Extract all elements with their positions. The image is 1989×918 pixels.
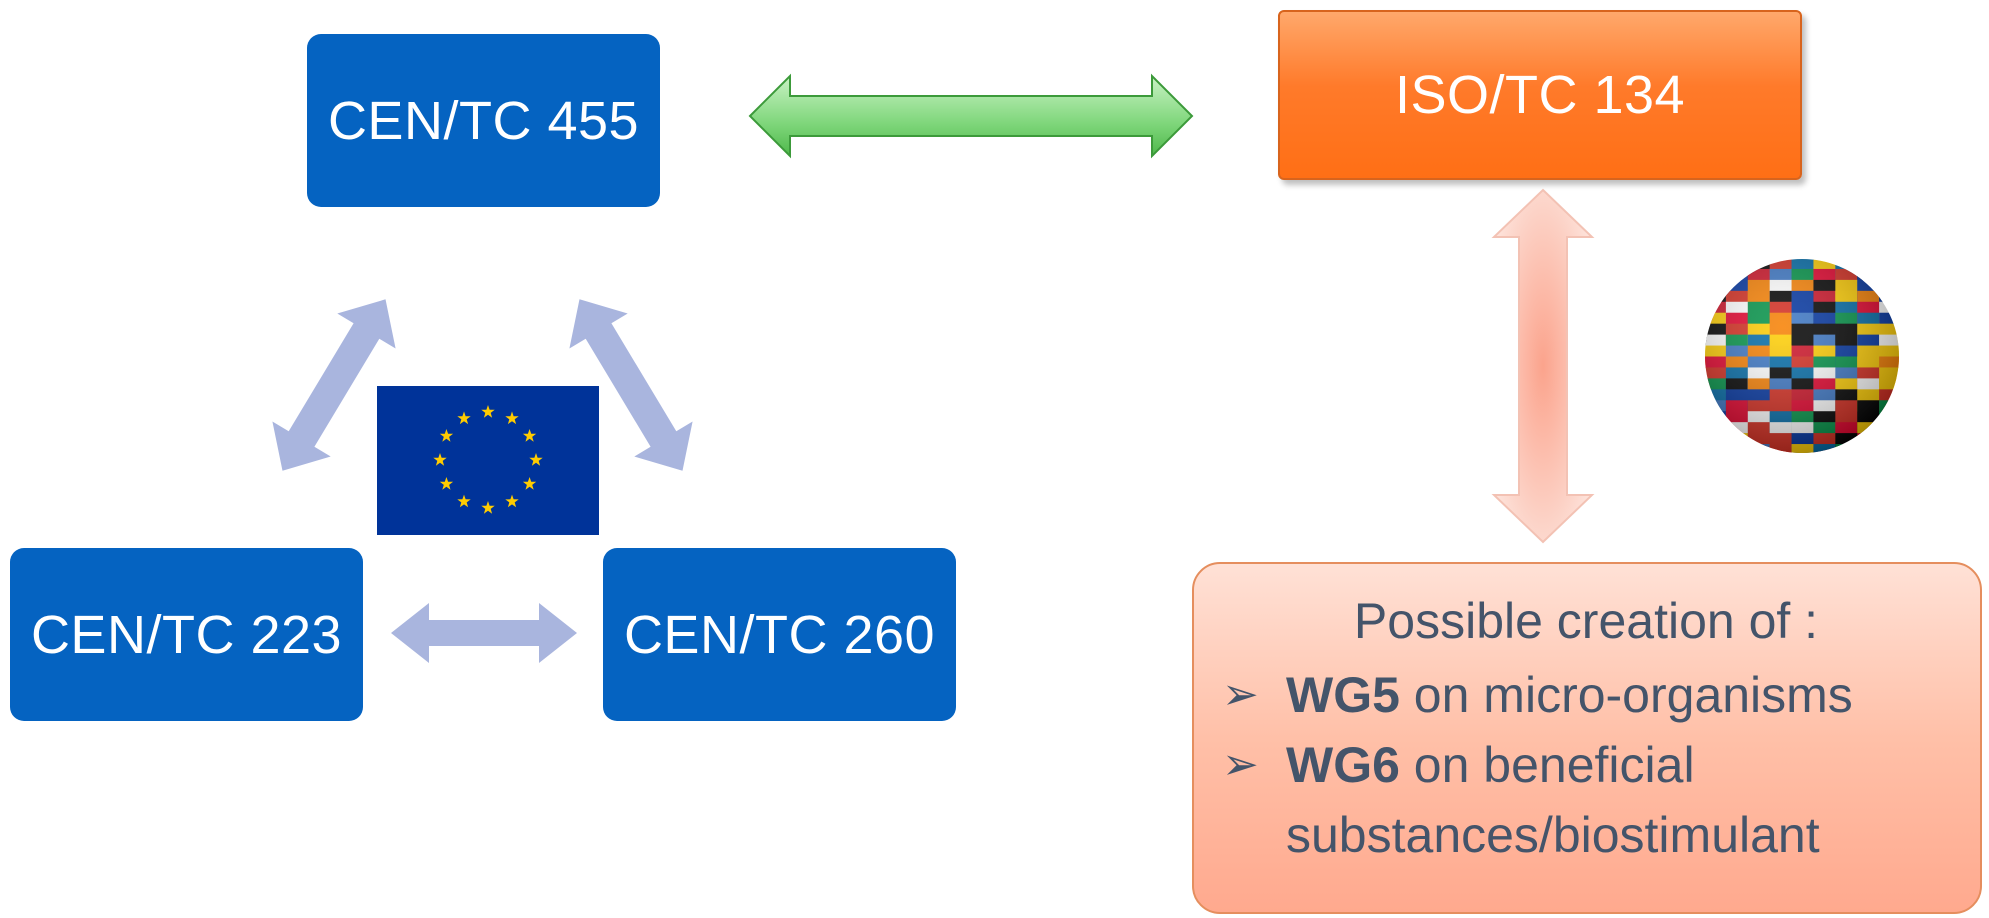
flag-tile [1879, 259, 1899, 281]
flag-tile-stripe [1879, 268, 1899, 281]
bullet-bold-term: WG5 [1286, 667, 1400, 723]
cen455-cen223-double-arrow [272, 299, 396, 471]
bullet-text: WG6 on beneficial substances/biostimulan… [1286, 730, 1950, 870]
eu-star [457, 411, 471, 425]
flag-tile [1705, 433, 1727, 453]
eu-star [457, 494, 471, 508]
flag-tile-stripe [1879, 444, 1899, 453]
flag-tile [1705, 411, 1727, 434]
flag-tile-stripe [1857, 268, 1880, 281]
iso-note-double-arrow [1491, 188, 1595, 544]
flag-tile-stripe [1857, 444, 1880, 453]
flag-tile-stripe [1725, 444, 1749, 453]
cen-tc-260-label: CEN/TC 260 [623, 604, 936, 665]
eu-star [522, 477, 537, 490]
cen-tc-223-label: CEN/TC 223 [30, 604, 343, 665]
eu-star [529, 453, 543, 466]
cen-tc-455-label: CEN/TC 455 [327, 90, 640, 151]
eu-star [439, 477, 454, 490]
flag-tile [1879, 411, 1899, 434]
bullet-rest: on beneficial substances/biostimulant [1286, 737, 1820, 863]
note-bullet-wg5: ➢ WG5 on micro-organisms [1222, 660, 1950, 730]
flag-tile-stripe [1705, 268, 1727, 281]
iso-tc-134-box: ISO/TC 134 [1278, 10, 1802, 180]
flag-tile-stripe [1879, 422, 1899, 434]
eu-star [481, 501, 495, 514]
bullet-rest: on micro-organisms [1399, 667, 1853, 723]
cen455-cen260-double-arrow [569, 299, 693, 471]
flag-tile-stripe [1879, 290, 1899, 303]
bullet-text: WG5 on micro-organisms [1286, 660, 1853, 730]
world-flags-globe-icon [1705, 259, 1899, 453]
eu-star [481, 405, 495, 418]
flag-tile [1857, 259, 1880, 281]
flag-tile-stripe [1705, 422, 1727, 434]
note-title: Possible creation of : [1353, 593, 1819, 649]
eu-star [522, 429, 537, 442]
flag-tile [1879, 433, 1899, 453]
flag-tile [1879, 279, 1899, 303]
cen223-cen260-double-arrow [391, 603, 577, 663]
bullet-bold-term: WG6 [1286, 737, 1400, 793]
flag-tile [1705, 279, 1727, 303]
cen-tc-260-box: CEN/TC 260 [603, 548, 956, 721]
possible-creation-note: Possible creation of : ➢ WG5 on micro-or… [1192, 562, 1982, 914]
flag-tile-stripe [1705, 444, 1727, 453]
eu-star [505, 494, 519, 508]
eu-star [439, 429, 454, 442]
arrowhead-bullet-icon: ➢ [1222, 740, 1259, 789]
flag-tile [1857, 433, 1880, 453]
flag-tile [1725, 433, 1749, 453]
cen-iso-double-arrow [748, 73, 1194, 159]
note-bullet-wg6: ➢ WG6 on beneficial substances/biostimul… [1222, 730, 1950, 870]
arrowhead-bullet-icon: ➢ [1222, 670, 1259, 719]
flag-tile [1725, 259, 1749, 281]
eu-flag-icon [377, 386, 599, 535]
flag-tile [1705, 259, 1727, 281]
cen-tc-455-box: CEN/TC 455 [307, 34, 660, 207]
iso-tc-134-label: ISO/TC 134 [1394, 65, 1686, 125]
eu-star [505, 411, 519, 425]
cen-tc-223-box: CEN/TC 223 [10, 548, 363, 721]
eu-star [433, 453, 447, 466]
